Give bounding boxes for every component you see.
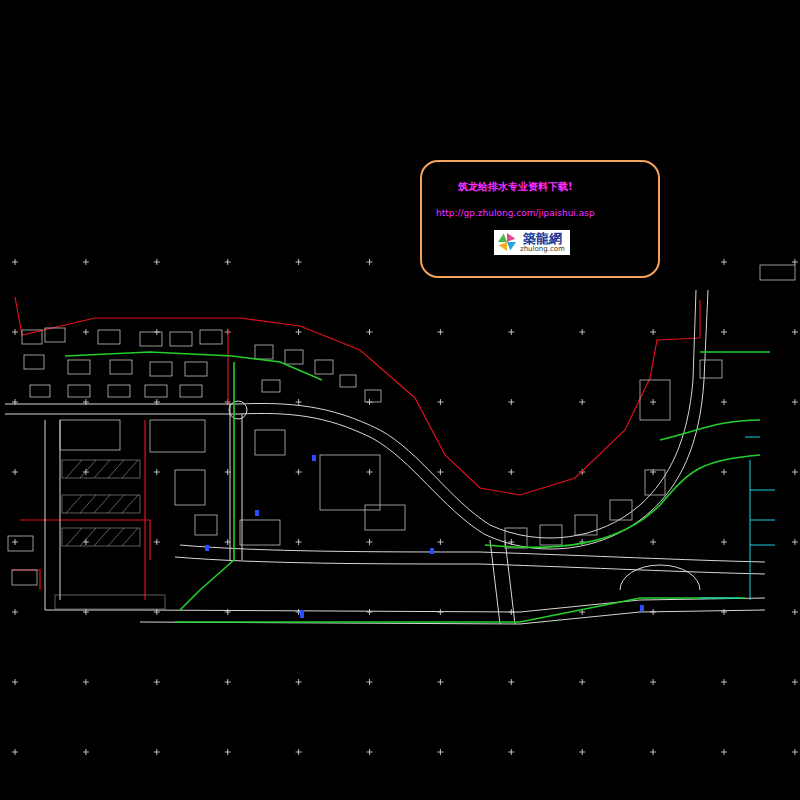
grid-cross [579, 679, 585, 685]
grid-cross [296, 539, 302, 545]
grid-cross [721, 749, 727, 755]
grid-cross [83, 259, 89, 265]
grid-cross [437, 399, 443, 405]
grid-cross [579, 749, 585, 755]
watermark-url: http://gp.zhulong.com/jipaishui.asp [436, 208, 595, 218]
logo-url: zhulong.com [520, 246, 565, 253]
grid-cross [154, 749, 160, 755]
grid-cross [508, 749, 514, 755]
grid-cross [225, 749, 231, 755]
grid-cross [12, 749, 18, 755]
logo-name: 築龍網 [523, 232, 562, 246]
hatched-blocks [55, 460, 165, 609]
grid-cross [154, 469, 160, 475]
logo-icon [497, 232, 517, 252]
grid-cross [792, 609, 798, 615]
grid-cross [437, 469, 443, 475]
grid-cross [579, 329, 585, 335]
grid-cross [12, 609, 18, 615]
grid-cross [12, 329, 18, 335]
grid-cross [154, 539, 160, 545]
grid-cross [508, 679, 514, 685]
buildings [8, 265, 795, 585]
grid-cross [12, 259, 18, 265]
pipes [65, 352, 770, 622]
grid-cross [721, 259, 727, 265]
grid-crosses [12, 259, 798, 755]
grid-cross [721, 539, 727, 545]
grid-cross [296, 329, 302, 335]
grid-cross [367, 259, 373, 265]
grid-cross [792, 399, 798, 405]
grid-cross [12, 469, 18, 475]
grid-cross [225, 259, 231, 265]
grid-cross [367, 539, 373, 545]
grid-cross [792, 329, 798, 335]
grid-cross [508, 329, 514, 335]
watermark-panel: 筑龙给排水专业资料下载! http://gp.zhulong.com/jipais… [420, 160, 660, 278]
markers [205, 455, 644, 618]
grid-cross [296, 469, 302, 475]
grid-cross [508, 469, 514, 475]
grid-cross [12, 539, 18, 545]
roads [5, 290, 765, 624]
watermark-title: 筑龙给排水专业资料下载! [458, 180, 573, 194]
fittings [700, 437, 775, 600]
grid-cross [721, 469, 727, 475]
grid-cross [437, 749, 443, 755]
grid-cross [792, 749, 798, 755]
grid-cross [367, 469, 373, 475]
grid-cross [367, 679, 373, 685]
grid-cross [83, 679, 89, 685]
grid-cross [437, 539, 443, 545]
grid-cross [650, 399, 656, 405]
grid-cross [508, 399, 514, 405]
grid-cross [650, 679, 656, 685]
grid-cross [367, 329, 373, 335]
grid-cross [367, 609, 373, 615]
grid-cross [721, 399, 727, 405]
grid-cross [721, 679, 727, 685]
grid-cross [154, 259, 160, 265]
grid-cross [296, 749, 302, 755]
grid-cross [650, 749, 656, 755]
grid-cross [792, 679, 798, 685]
grid-cross [83, 749, 89, 755]
grid-cross [296, 259, 302, 265]
grid-cross [437, 679, 443, 685]
grid-cross [367, 749, 373, 755]
grid-cross [154, 679, 160, 685]
grid-cross [12, 679, 18, 685]
site-boundary [12, 297, 700, 600]
grid-cross [225, 609, 231, 615]
grid-cross [721, 609, 727, 615]
grid-cross [792, 469, 798, 475]
logo-box: 築龍網zhulong.com [494, 230, 570, 255]
grid-cross [296, 399, 302, 405]
grid-cross [225, 679, 231, 685]
grid-cross [437, 329, 443, 335]
grid-cross [579, 399, 585, 405]
grid-cross [792, 539, 798, 545]
grid-cross [650, 329, 656, 335]
grid-cross [650, 539, 656, 545]
grid-cross [792, 259, 798, 265]
grid-cross [296, 679, 302, 685]
grid-cross [83, 329, 89, 335]
grid-cross [721, 329, 727, 335]
